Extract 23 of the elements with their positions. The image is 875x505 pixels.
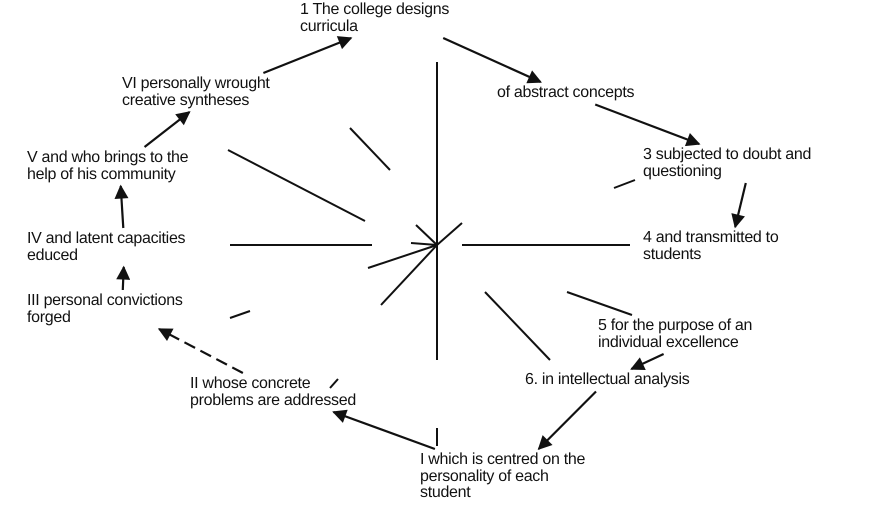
arrow [262, 36, 352, 74]
step-text: 5 for the purpose of an individual excellence [598, 318, 754, 351]
arrow [538, 390, 597, 450]
step-text: II whose concrete problems are addressed [190, 376, 357, 409]
arrow [731, 182, 747, 228]
step-text: I which is centred on the personality of each student [420, 452, 586, 502]
arrow [144, 111, 191, 148]
step-text: of abstract concepts [497, 85, 634, 102]
step-text: 4 and transmitted to students [643, 230, 780, 263]
step-text: 6. in intellectual analysis [525, 372, 690, 388]
arrow [630, 353, 664, 370]
step-text: 1 The college designs curricula [300, 2, 450, 35]
arrow [114, 184, 128, 228]
step-text: 3 subjected to doubt and questioning [643, 147, 812, 180]
arrow [332, 410, 436, 450]
step-text: V and who brings to the help of his community [27, 150, 190, 183]
arrow [442, 37, 542, 84]
step-text: III personal convictions forged [27, 293, 184, 326]
arrow [116, 266, 130, 290]
step-text: IV and latent capacities educed [27, 231, 186, 264]
arrow [594, 103, 700, 146]
step-text: VI personally wrought creative syntheses [122, 76, 271, 109]
arrow [158, 328, 244, 374]
